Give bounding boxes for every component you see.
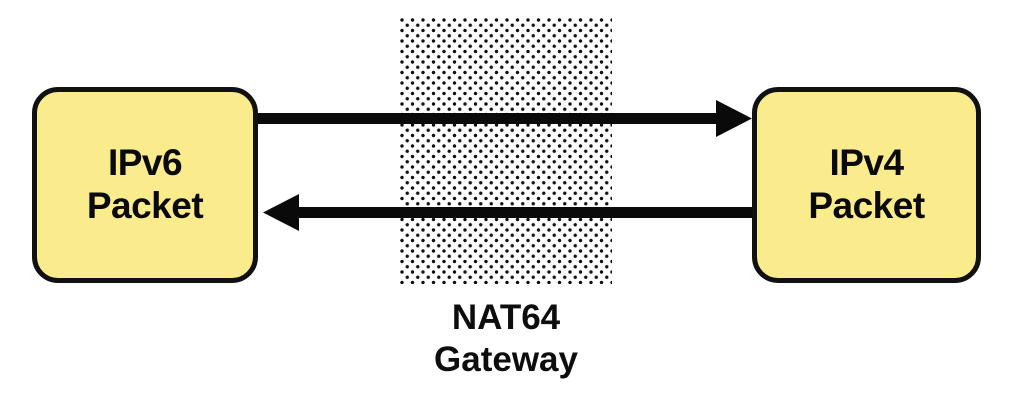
- nat64-gateway-caption-line2: Gateway: [434, 340, 578, 379]
- ipv4-packet-label-line1: IPv4: [829, 142, 904, 184]
- arrow-ipv6-to-ipv4-head: [716, 100, 752, 137]
- arrow-ipv4-to-ipv6: [263, 194, 758, 231]
- arrow-ipv4-to-ipv6-shaft: [295, 207, 758, 218]
- ipv4-packet-label-line2: Packet: [808, 185, 925, 226]
- arrow-ipv6-to-ipv4-shaft: [255, 113, 720, 124]
- ipv6-packet-node[interactable]: IPv6 Packet: [32, 87, 258, 283]
- ipv6-packet-label-line2: Packet: [86, 185, 204, 226]
- arrow-ipv4-to-ipv6-head: [263, 194, 299, 231]
- ipv4-packet-node[interactable]: IPv4 Packet: [752, 87, 981, 283]
- arrow-ipv6-to-ipv4: [255, 100, 752, 137]
- nat64-gateway-caption-line1: NAT64: [451, 298, 561, 337]
- nat64-gateway-band: [400, 18, 612, 284]
- ipv6-packet-label-line1: IPv6: [107, 142, 183, 184]
- nat64-gateway-caption: NAT64 Gateway: [356, 297, 656, 381]
